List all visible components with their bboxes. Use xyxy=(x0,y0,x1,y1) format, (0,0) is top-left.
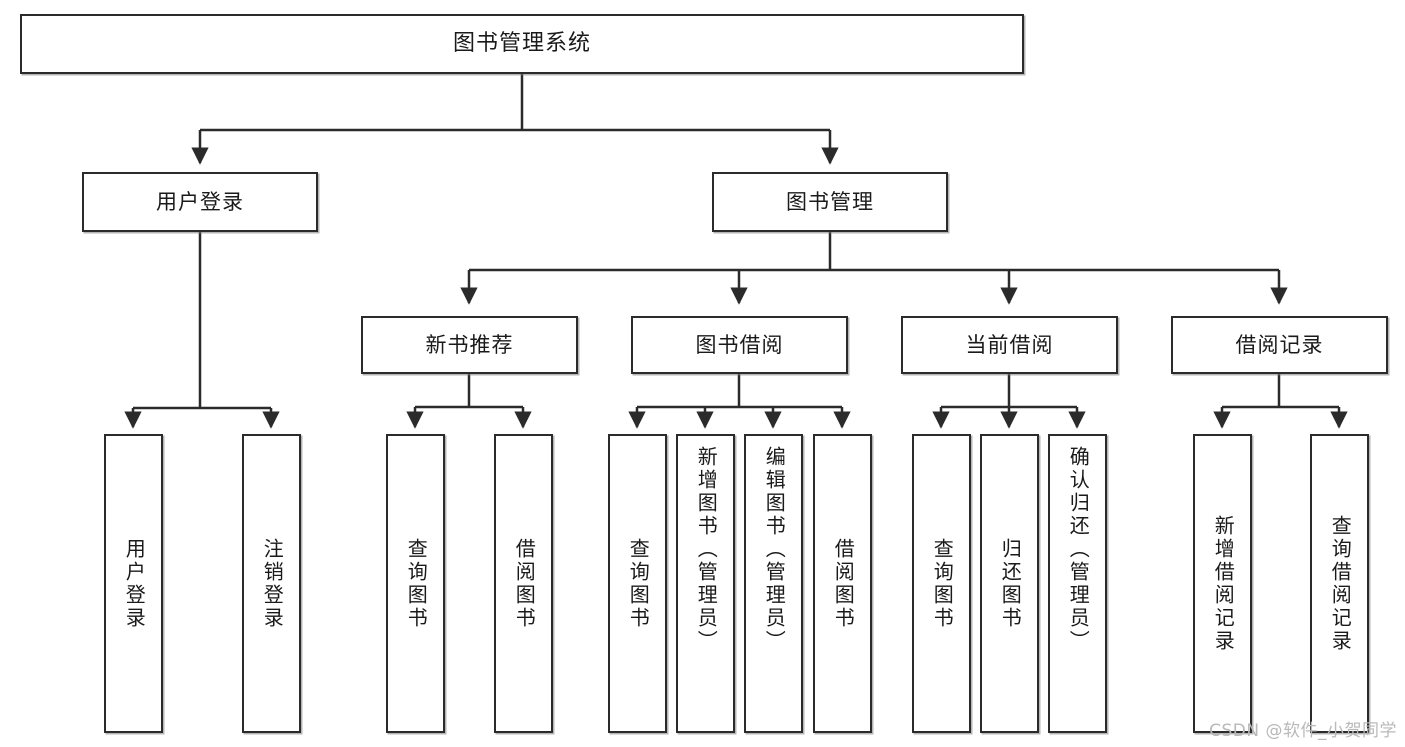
node-leaf-return-book[interactable]: 归还图书 xyxy=(980,434,1039,733)
node-new-book-rec[interactable]: 新书推荐 xyxy=(361,316,578,374)
node-leaf-borrow-book-a[interactable]: 借阅图书 xyxy=(494,434,553,733)
node-new-book-rec-label: 新书推荐 xyxy=(425,332,514,357)
node-leaf-query-book-b[interactable]: 查询图书 xyxy=(608,434,667,733)
node-leaf-add-book[interactable]: 新增图书（管理员） xyxy=(676,434,735,733)
node-leaf-query-record[interactable]: 查询借阅记录 xyxy=(1310,434,1369,733)
node-leaf-borrow-book-b[interactable]: 借阅图书 xyxy=(813,434,872,733)
node-leaf-query-book-a-label: 查询图书 xyxy=(404,537,429,630)
node-leaf-add-book-label: 新增图书（管理员） xyxy=(694,446,719,653)
watermark: CSDN @软件_小贺同学 xyxy=(1209,721,1397,741)
node-leaf-query-record-label: 查询借阅记录 xyxy=(1328,514,1353,653)
node-leaf-user-logout[interactable]: 注销登录 xyxy=(242,434,301,733)
node-leaf-user-logout-label: 注销登录 xyxy=(260,537,285,630)
node-leaf-add-record[interactable]: 新增借阅记录 xyxy=(1193,434,1252,733)
node-user-login[interactable]: 用户登录 xyxy=(82,172,318,232)
node-leaf-borrow-book-b-label: 借阅图书 xyxy=(831,537,856,630)
node-leaf-query-book-a[interactable]: 查询图书 xyxy=(386,434,445,733)
node-leaf-return-book-label: 归还图书 xyxy=(998,537,1023,630)
node-user-login-label: 用户登录 xyxy=(156,189,244,214)
node-leaf-edit-book[interactable]: 编辑图书（管理员） xyxy=(744,434,803,733)
node-book-manage[interactable]: 图书管理 xyxy=(712,172,948,232)
node-book-borrow-label: 图书借阅 xyxy=(695,332,784,357)
node-current-borrow-label: 当前借阅 xyxy=(965,332,1054,357)
node-leaf-query-book-b-label: 查询图书 xyxy=(626,537,651,630)
node-leaf-confirm-return-label: 确认归还（管理员） xyxy=(1066,446,1091,653)
node-leaf-query-book-c-label: 查询图书 xyxy=(930,537,955,630)
node-book-borrow[interactable]: 图书借阅 xyxy=(631,316,848,374)
node-root[interactable]: 图书管理系统 xyxy=(20,14,1024,74)
node-leaf-user-login-label: 用户登录 xyxy=(122,537,147,630)
node-current-borrow[interactable]: 当前借阅 xyxy=(901,316,1118,374)
node-leaf-query-book-c[interactable]: 查询图书 xyxy=(912,434,971,733)
node-leaf-confirm-return[interactable]: 确认归还（管理员） xyxy=(1048,434,1107,733)
node-leaf-add-record-label: 新增借阅记录 xyxy=(1211,514,1236,653)
node-leaf-borrow-book-a-label: 借阅图书 xyxy=(512,537,537,630)
node-borrow-record[interactable]: 借阅记录 xyxy=(1171,316,1388,374)
node-leaf-user-login[interactable]: 用户登录 xyxy=(104,434,163,733)
node-root-label: 图书管理系统 xyxy=(452,31,591,57)
node-book-manage-label: 图书管理 xyxy=(786,189,874,214)
node-borrow-record-label: 借阅记录 xyxy=(1235,332,1324,357)
node-leaf-edit-book-label: 编辑图书（管理员） xyxy=(762,446,787,653)
